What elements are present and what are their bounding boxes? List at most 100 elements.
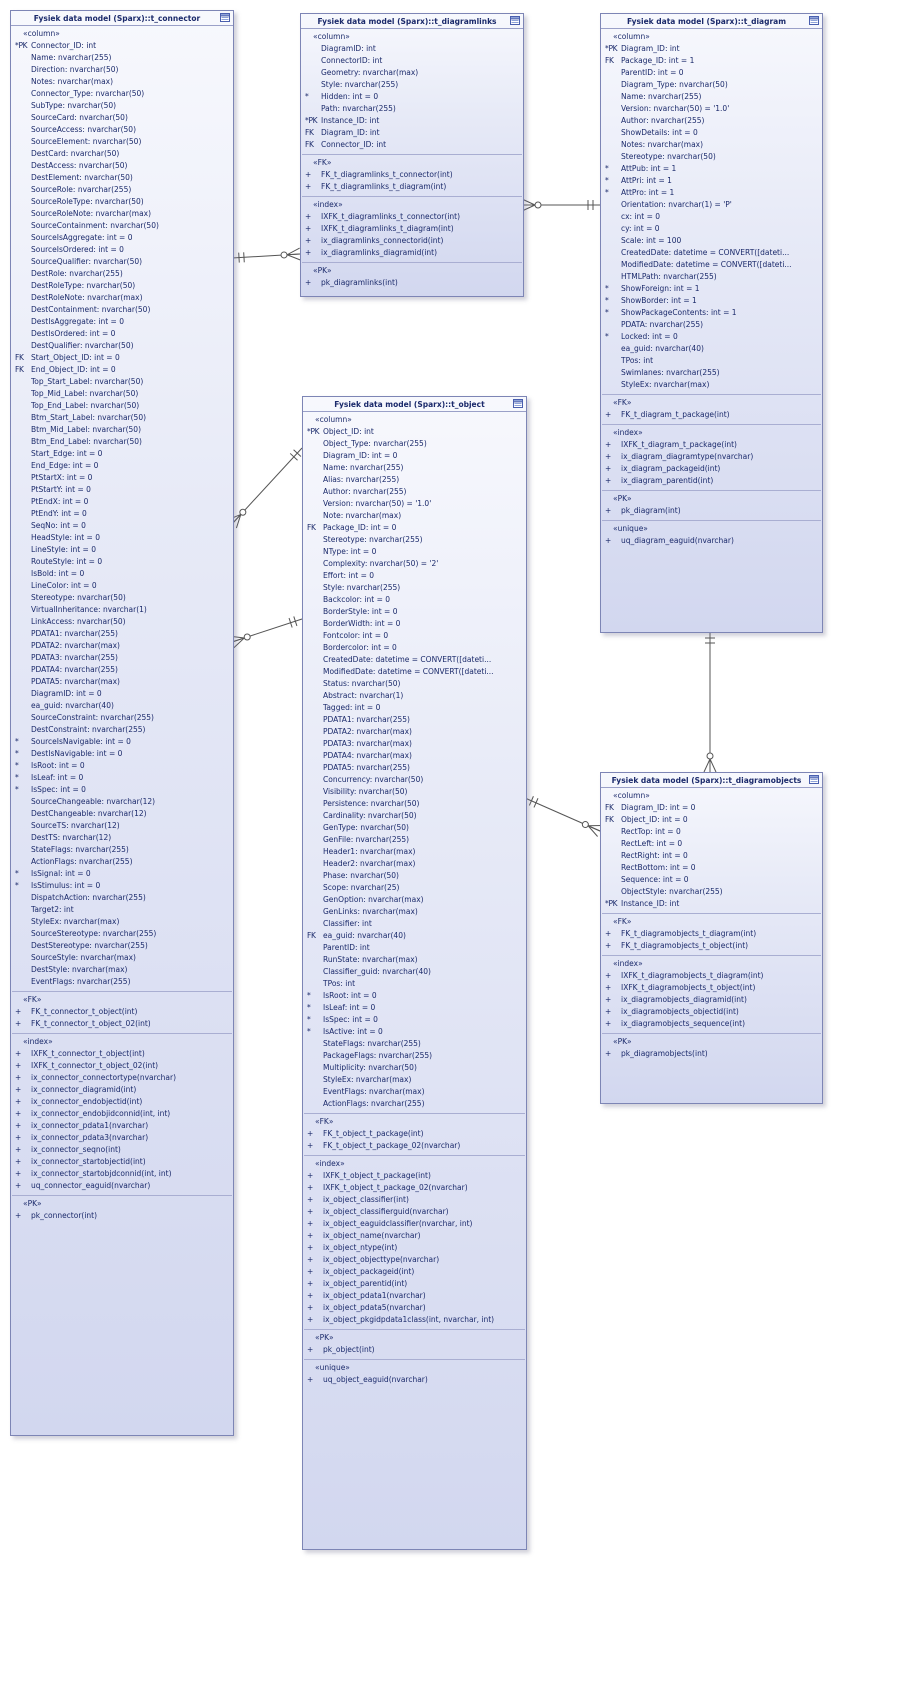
column-row: SourceChangeable: nvarchar(12) <box>12 796 232 808</box>
index-row: +ix_object_eaguidclassifier(nvarchar, in… <box>304 1218 525 1230</box>
row-text: SeqNo: int = 0 <box>31 521 86 530</box>
row-prefix: + <box>307 1315 313 1324</box>
section-label: «unique» <box>315 1363 350 1372</box>
diagram-table-icon <box>510 16 520 25</box>
section-label: «PK» <box>23 1199 42 1208</box>
row-text: Hidden: int = 0 <box>321 92 379 101</box>
row-text: FK_t_diagramlinks_t_connector(int) <box>321 170 453 179</box>
row-prefix <box>304 1038 323 1050</box>
row-text: Header1: nvarchar(max) <box>323 847 416 856</box>
column-row: SourceContainment: nvarchar(50) <box>12 220 232 232</box>
relationship-t_object-to-t_diagramobjects[interactable] <box>524 796 603 837</box>
row-text: ix_diagramobjects_objectid(int) <box>621 1007 739 1016</box>
row-text: Stereotype: nvarchar(255) <box>323 535 423 544</box>
row-text: Style: nvarchar(255) <box>323 583 401 592</box>
row-prefix <box>304 882 323 894</box>
relationship-t_diagram-to-t_diagramobjects[interactable] <box>703 631 717 773</box>
section-label: «index» <box>613 959 643 968</box>
relationship-t_connector-to-t_object-end[interactable] <box>230 616 303 649</box>
row-prefix: + <box>605 1019 611 1028</box>
column-row: Name: nvarchar(255) <box>602 91 821 103</box>
entity-t_diagramobjects[interactable]: Fysiek data model (Sparx)::t_diagramobje… <box>600 772 823 1104</box>
row-prefix <box>12 520 31 532</box>
one-marker <box>705 637 715 644</box>
entity-header: Fysiek data model (Sparx)::t_diagramlink… <box>301 14 523 29</box>
section-label: «index» <box>613 428 643 437</box>
row-text: ix_connector_startobjectid(int) <box>31 1157 146 1166</box>
column-row: Top_Mid_Label: nvarchar(50) <box>12 388 232 400</box>
row-text: LineStyle: int = 0 <box>31 545 96 554</box>
column-row: Persistence: nvarchar(50) <box>304 798 525 810</box>
row-text: Phase: nvarchar(50) <box>323 871 399 880</box>
row-text: SourceContainment: nvarchar(50) <box>31 221 159 230</box>
column-row: ParentID: int = 0 <box>602 67 821 79</box>
relationship-t_connector-to-t_object-start[interactable] <box>227 447 303 529</box>
entity-title: Fysiek data model (Sparx)::t_object <box>334 400 485 409</box>
row-prefix: + <box>605 476 611 485</box>
entity-t_diagramlinks[interactable]: Fysiek data model (Sparx)::t_diagramlink… <box>300 13 524 297</box>
column-row: SourceAccess: nvarchar(50) <box>12 124 232 136</box>
row-prefix <box>12 232 31 244</box>
entity-header: Fysiek data model (Sparx)::t_object <box>303 397 526 412</box>
entity-header: Fysiek data model (Sparx)::t_connector <box>11 11 233 26</box>
row-text: Name: nvarchar(255) <box>31 53 112 62</box>
column-row: DestRoleNote: nvarchar(max) <box>12 292 232 304</box>
section-fk: «FK»+FK_t_connector_t_object(int)+FK_t_c… <box>12 991 232 1033</box>
column-row: PDATA3: nvarchar(max) <box>304 738 525 750</box>
row-text: DestConstraint: nvarchar(255) <box>31 725 146 734</box>
row-prefix <box>304 642 323 654</box>
row-text: SourceChangeable: nvarchar(12) <box>31 797 156 806</box>
row-prefix <box>12 196 31 208</box>
row-prefix <box>12 112 31 124</box>
row-prefix: + <box>605 1007 611 1016</box>
row-prefix: + <box>605 506 611 515</box>
column-row: Name: nvarchar(255) <box>304 462 525 474</box>
row-text: Status: nvarchar(50) <box>323 679 401 688</box>
row-prefix <box>12 220 31 232</box>
row-prefix: * <box>605 188 609 197</box>
row-text: DestRole: nvarchar(255) <box>31 269 123 278</box>
section-index: «index»+IXFK_t_diagram_t_package(int)+ix… <box>602 424 821 490</box>
row-text: PDATA2: nvarchar(max) <box>323 727 412 736</box>
row-text: StateFlags: nvarchar(255) <box>323 1039 421 1048</box>
row-prefix <box>602 874 621 886</box>
row-text: ModifiedDate: datetime = CONVERT([dateti… <box>621 260 792 269</box>
row-prefix <box>602 127 621 139</box>
row-text: ShowPackageContents: int = 1 <box>621 308 737 317</box>
row-prefix: + <box>307 1279 313 1288</box>
row-prefix: FK <box>605 815 614 824</box>
index-row: +IXFK_t_object_t_package_02(nvarchar) <box>304 1182 525 1194</box>
row-text: SourceRole: nvarchar(255) <box>31 185 132 194</box>
row-prefix <box>304 450 323 462</box>
row-prefix: *PK <box>605 44 618 53</box>
row-text: Style: nvarchar(255) <box>321 80 399 89</box>
diagram-table-icon <box>220 13 230 22</box>
row-prefix <box>12 136 31 148</box>
relationship-line-segment <box>528 796 534 806</box>
row-prefix: + <box>15 1181 21 1190</box>
section-label: «FK» <box>613 917 632 926</box>
row-prefix <box>12 688 31 700</box>
row-prefix: * <box>305 92 309 101</box>
row-text: ix_diagramlinks_connectorid(int) <box>321 236 444 245</box>
relationship-line-segment <box>703 758 711 773</box>
section-fk: «FK»+FK_t_object_t_package(int)+FK_t_obj… <box>304 1113 525 1155</box>
entity-t_connector[interactable]: Fysiek data model (Sparx)::t_connector«c… <box>10 10 234 1436</box>
relationship-t_diagramlinks-to-t_diagram[interactable] <box>521 198 600 212</box>
column-row: Top_End_Label: nvarchar(50) <box>12 400 232 412</box>
row-text: cx: int = 0 <box>621 212 661 221</box>
row-prefix <box>602 367 621 379</box>
entity-t_object[interactable]: Fysiek data model (Sparx)::t_object«colu… <box>302 396 527 1550</box>
entity-t_diagram[interactable]: Fysiek data model (Sparx)::t_diagram«col… <box>600 13 823 633</box>
row-text: ix_connector_connectortype(nvarchar) <box>31 1073 177 1082</box>
column-row: Sequence: int = 0 <box>602 874 821 886</box>
row-text: Version: nvarchar(50) = '1.0' <box>323 499 432 508</box>
relationship-line-segment <box>521 204 536 212</box>
index-row: +IXFK_t_diagramlinks_t_connector(int) <box>302 211 522 223</box>
index-row: +IXFK_t_diagramobjects_t_diagram(int) <box>602 970 821 982</box>
row-prefix <box>602 319 621 331</box>
relationship-t_connector-to-t_diagramlinks[interactable] <box>231 247 301 263</box>
row-text: FK_t_object_t_package(int) <box>323 1129 424 1138</box>
row-text: DestRoleType: nvarchar(50) <box>31 281 136 290</box>
